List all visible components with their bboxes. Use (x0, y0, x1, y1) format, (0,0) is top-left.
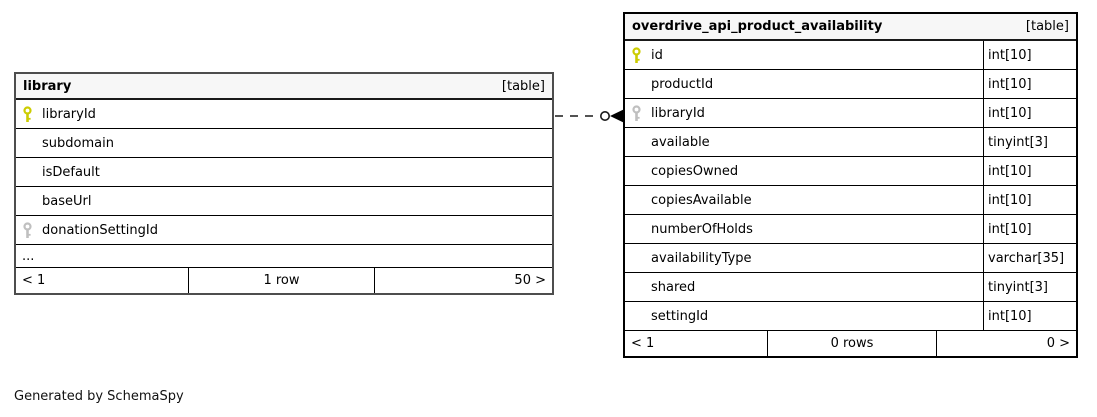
column-name: copiesAvailable (651, 192, 752, 208)
column-type: int[10] (983, 70, 1076, 98)
column-name: subdomain (42, 135, 114, 151)
table-row: available tinyint[3] (625, 128, 1076, 157)
column-type: int[10] (983, 157, 1076, 185)
table-row: isDefault (16, 158, 552, 187)
column-name: donationSettingId (42, 222, 158, 238)
table-row: settingId int[10] (625, 302, 1076, 331)
column-name: settingId (651, 308, 709, 324)
column-type: varchar[35] (983, 244, 1076, 272)
generated-by-caption: Generated by SchemaSpy (14, 389, 184, 404)
foreign-key-icon (631, 104, 651, 122)
table-pager: < 1 0 rows 0 > (625, 331, 1076, 356)
column-name: numberOfHolds (651, 221, 753, 237)
table-box-overdrive-api-product-availability[interactable]: overdrive_api_product_availability [tabl… (623, 12, 1078, 358)
table-title[interactable]: library (23, 78, 72, 94)
table-header-library[interactable]: library [table] (16, 74, 552, 100)
primary-key-icon (631, 46, 651, 64)
pager-row-count: 0 rows (768, 331, 937, 356)
column-name: available (651, 134, 710, 150)
pager-next-button[interactable]: 0 > (1046, 336, 1070, 351)
pager-row-count: 1 row (189, 268, 375, 293)
table-type-badge: [table] (1025, 19, 1069, 34)
table-row: shared tinyint[3] (625, 273, 1076, 302)
table-box-library[interactable]: library [table] libraryId subdomain isDe… (14, 72, 554, 295)
column-type: int[10] (983, 41, 1076, 69)
more-columns-ellipsis: ... (16, 245, 552, 268)
table-row: donationSettingId (16, 216, 552, 245)
column-type: tinyint[3] (983, 273, 1076, 301)
column-type: int[10] (983, 302, 1076, 330)
table-row: baseUrl (16, 187, 552, 216)
pager-next-button[interactable]: 50 > (514, 273, 546, 288)
column-type: int[10] (983, 186, 1076, 214)
column-type: int[10] (983, 99, 1076, 127)
column-name: id (651, 47, 663, 63)
column-name: copiesOwned (651, 163, 739, 179)
table-pager: < 1 1 row 50 > (16, 268, 552, 293)
column-type: tinyint[3] (983, 128, 1076, 156)
foreign-key-icon (22, 221, 42, 239)
table-row: numberOfHolds int[10] (625, 215, 1076, 244)
table-row: libraryId int[10] (625, 99, 1076, 128)
table-title[interactable]: overdrive_api_product_availability (632, 19, 883, 34)
primary-key-icon (22, 105, 42, 123)
column-name: isDefault (42, 164, 100, 180)
column-name: productId (651, 76, 714, 92)
table-row: copiesAvailable int[10] (625, 186, 1076, 215)
table-row: id int[10] (625, 41, 1076, 70)
column-name: availabilityType (651, 250, 752, 266)
column-type: int[10] (983, 215, 1076, 243)
table-row: productId int[10] (625, 70, 1076, 99)
column-name: libraryId (42, 106, 96, 122)
table-header-overdrive[interactable]: overdrive_api_product_availability [tabl… (625, 14, 1076, 41)
pager-prev-button[interactable]: < 1 (625, 331, 768, 356)
table-row: libraryId (16, 100, 552, 129)
column-name: shared (651, 279, 696, 295)
table-row: copiesOwned int[10] (625, 157, 1076, 186)
table-row: subdomain (16, 129, 552, 158)
table-row: availabilityType varchar[35] (625, 244, 1076, 273)
foreign-key-connector (555, 109, 623, 123)
table-type-badge: [table] (501, 78, 545, 94)
column-name: libraryId (651, 105, 705, 121)
column-name: baseUrl (42, 193, 92, 209)
pager-prev-button[interactable]: < 1 (16, 268, 189, 293)
